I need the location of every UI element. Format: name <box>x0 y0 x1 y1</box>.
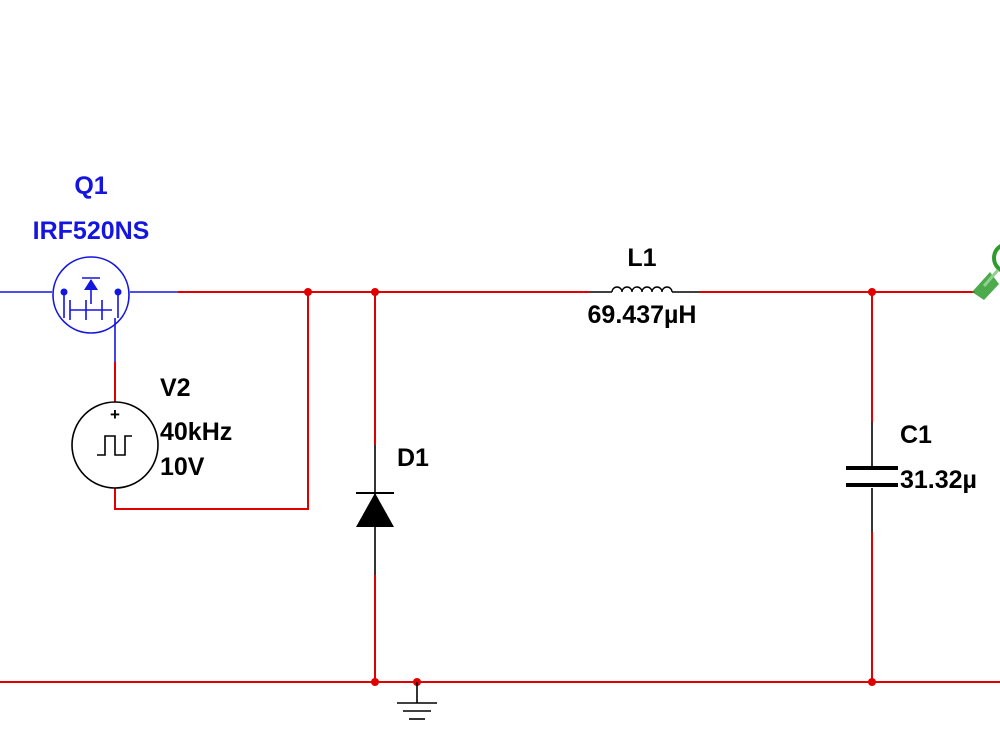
q1-ref-label: Q1 <box>74 172 107 200</box>
q1-part-label: IRF520NS <box>33 217 150 245</box>
c1-value-label: 31.32µ <box>900 466 977 494</box>
ground-symbol[interactable] <box>397 682 437 720</box>
mosfet-terminal-dot <box>114 288 122 296</box>
wires <box>0 291 1000 683</box>
capacitor-icon <box>846 422 898 532</box>
junction-dot <box>304 288 312 296</box>
junction-dot <box>371 288 379 296</box>
junctions <box>304 288 876 686</box>
probe[interactable] <box>972 244 1000 300</box>
d1-diode[interactable]: D1 <box>356 444 429 575</box>
v2-frequency-label: 40kHz <box>160 418 232 446</box>
mosfet-icon <box>0 256 178 362</box>
diode-icon <box>356 445 394 575</box>
q1-mosfet[interactable]: Q1 IRF520NS <box>0 172 178 362</box>
v2-ref-label: V2 <box>160 374 191 402</box>
d1-ref-label: D1 <box>397 444 429 472</box>
l1-inductor[interactable]: L1 69.437µH <box>588 244 700 329</box>
l1-ref-label: L1 <box>627 244 656 272</box>
mosfet-terminal-dot <box>60 288 68 296</box>
pulse-source-icon <box>71 401 159 489</box>
junction-dot <box>371 678 379 686</box>
inductor-icon <box>590 286 700 293</box>
l1-value-label: 69.437µH <box>588 301 697 329</box>
c1-ref-label: C1 <box>900 421 932 449</box>
v2-pulse-source[interactable]: + V2 40kHz 10V <box>71 362 232 509</box>
v2-amplitude-label: 10V <box>160 453 205 481</box>
probe-icon <box>972 244 1000 300</box>
ground-icon <box>397 682 437 720</box>
c1-capacitor[interactable]: C1 31.32µ <box>846 421 977 532</box>
mosfet-body-diode <box>84 279 98 290</box>
junction-dot <box>868 288 876 296</box>
junction-dot <box>868 678 876 686</box>
v2-polarity-plus: + <box>110 405 120 424</box>
